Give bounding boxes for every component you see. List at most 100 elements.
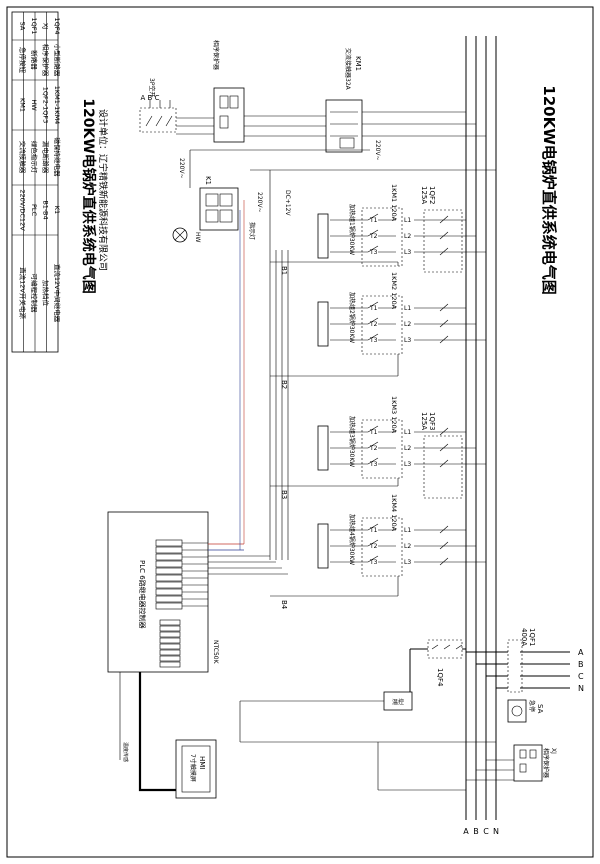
terminal-l: L2 (404, 321, 411, 328)
relay-contact (367, 555, 379, 563)
legend-cell-text: 1QF2-1QF3 (42, 87, 50, 124)
designer-note: 设计单位：辽宁精铁新能源科技有限公司 (97, 109, 109, 271)
k1-relay: K1 (199, 176, 239, 231)
legend-block: SA急停按钮KM1交流接触器220V/DC12V直流12V开关电源1QF1断路器… (11, 11, 62, 353)
magnetic-latching-relay (361, 517, 403, 577)
terminal-t: T1 (369, 217, 378, 224)
legend-cell-text: 直流12V中间继电器 (53, 264, 62, 323)
relay-name: 1KM3 120A (390, 396, 398, 434)
svg-text:B: B (473, 827, 479, 836)
qf2-breaker (423, 209, 463, 273)
breaker-pole (439, 247, 449, 256)
terminal-l: L2 (404, 233, 411, 240)
breaker-pole (439, 525, 449, 534)
busbars (465, 36, 497, 820)
svg-text:1QF3: 1QF3 (428, 412, 436, 430)
legend-cell-text: B1-B4 (42, 200, 50, 219)
legend-cell: K1 (53, 206, 61, 214)
heater-load-text: 加热组1锅炉30KW (348, 204, 356, 255)
plc-controller: PLC 6路继电器控制器 NTC50K (107, 200, 288, 673)
gear-label: B2 (280, 380, 288, 389)
qf1-breaker (507, 639, 523, 693)
gear-label: B4 (280, 600, 288, 610)
terminal-l: L1 (404, 527, 411, 534)
terminal-t: T3 (369, 559, 378, 566)
legend-cell-text: 磁保持继电器 (53, 138, 62, 178)
svg-text:A B C: A B C (141, 94, 160, 102)
terminal-t: T2 (369, 445, 378, 452)
breaker-pole (439, 557, 449, 566)
relay-contact (367, 457, 379, 465)
relay-label: 1KM1 120A (390, 184, 398, 222)
svg-text:125A: 125A (420, 412, 428, 430)
svg-text:HMI: HMI (198, 756, 206, 769)
heater-load-label: 加热组2锅炉30KW (348, 292, 356, 343)
svg-text:HW: HW (194, 232, 201, 243)
relay-name: 1KM4 120A (390, 494, 398, 532)
legend-cell-text: PLC (30, 204, 38, 217)
plc-input-terminal (159, 637, 181, 644)
terminal-t: T1 (369, 429, 378, 436)
legend-cell: XJ (42, 23, 50, 29)
incoming-supply: A B C N 1QF1 400A (466, 628, 584, 693)
legend-cell: 断路器 (30, 50, 39, 70)
legend-title: 120KW电锅炉直供系统电气图 (80, 98, 97, 294)
relay-contact (367, 245, 379, 253)
terminal-t: T3 (369, 249, 378, 256)
legend-cell-text: 1QF1 (30, 17, 38, 34)
legend-cell-text: 断路器 (30, 50, 39, 70)
terminal-t: T2 (369, 233, 378, 240)
magnetic-latching-relay (361, 419, 403, 479)
svg-text:指示灯: 指示灯 (248, 222, 256, 240)
legend-cell: 急停按钮 (19, 47, 28, 74)
legend-cell-text: 绿色指示灯 (30, 141, 39, 174)
legend-cell: 1KM1-1KM4 (53, 86, 61, 125)
gear-label: B1 (280, 266, 288, 275)
sa-emergency-stop: SA 急停 (507, 699, 544, 723)
svg-text:A: A (578, 648, 584, 657)
heater-load-text: 加热组2锅炉30KW (348, 292, 356, 343)
terminal-t: T1 (369, 527, 378, 534)
relay-label: 1KM2 120A (390, 272, 398, 310)
heater-load-text: 加热组3锅炉30KW (348, 416, 356, 467)
svg-text:相序保护器: 相序保护器 (212, 40, 220, 70)
svg-text:NTC50K: NTC50K (212, 640, 219, 665)
terminal-l: L3 (404, 337, 411, 344)
legend-cell: SA (19, 22, 27, 31)
heater-load-label: 加热组4锅炉30KW (348, 514, 356, 565)
terminal-l: L2 (404, 445, 411, 452)
terminal-l: L3 (404, 559, 411, 566)
xj-phase-protector: 相序保护器 (212, 40, 300, 143)
plc-input-terminal (159, 655, 181, 662)
relay-contact (367, 523, 379, 531)
svg-text:120KW电锅炉直供系统电气图: 120KW电锅炉直供系统电气图 (80, 98, 97, 294)
svg-text:125A: 125A (420, 186, 428, 204)
gear-lines (269, 170, 289, 560)
svg-text:B: B (578, 660, 584, 669)
legend-cell-text: 1QF4 (53, 17, 61, 34)
breaker-pole (439, 427, 449, 436)
breaker-pole (439, 459, 449, 468)
legend-cell: 1QF1 (30, 17, 38, 34)
relay-contact (367, 441, 379, 449)
svg-text:7寸触摸屏: 7寸触摸屏 (189, 754, 197, 782)
heater-element (317, 523, 329, 569)
terminal-t: T2 (369, 321, 378, 328)
legend-cell-text: 可编程控制器 (30, 274, 39, 314)
legend-cell: 220V/DC12V (19, 189, 27, 231)
legend-cell-text: K1 (53, 206, 61, 214)
gear-text: B1 (280, 266, 288, 275)
terminal-t: T2 (369, 543, 378, 550)
breaker-pole (439, 319, 449, 328)
relay-contact (367, 229, 379, 237)
svg-text:交流接触器32A: 交流接触器32A (344, 48, 352, 91)
drawing-title: 120KW电锅炉直供系统电气图 (540, 85, 558, 294)
heater-element (317, 425, 329, 471)
legend-cell-text: 1KM1-1KM4 (53, 86, 61, 125)
heater-load-text: 加热组4锅炉30KW (348, 514, 356, 565)
terminal-t: T1 (369, 305, 378, 312)
breaker-pole (439, 443, 449, 452)
temp-controller: 温控 (239, 691, 496, 791)
legend-cell: 直流12V中间继电器 (53, 264, 62, 323)
